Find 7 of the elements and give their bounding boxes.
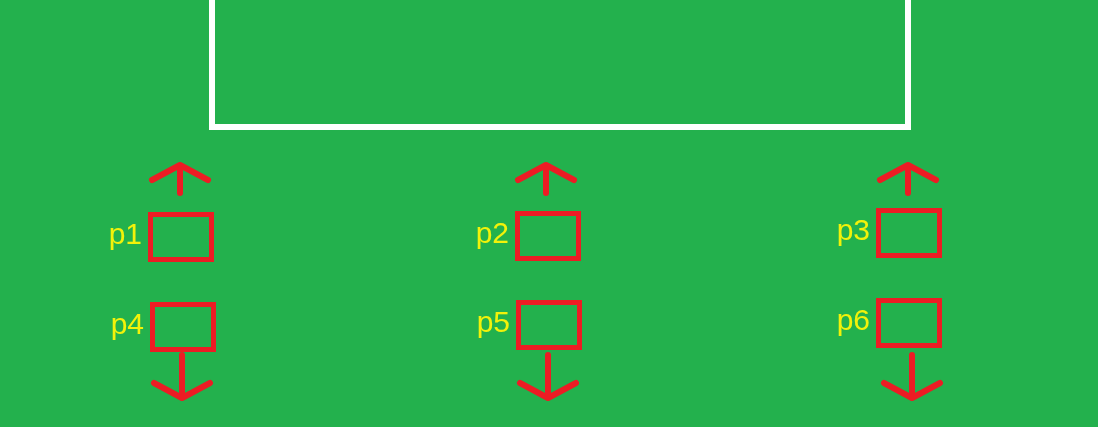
position-label: p1: [108, 218, 142, 250]
position-label: p3: [836, 214, 870, 246]
position-label: p2: [475, 217, 509, 249]
position-label: p4: [110, 308, 144, 340]
position-label: p6: [836, 304, 870, 336]
position-label: p5: [476, 306, 510, 338]
goal-area-box: [209, 0, 911, 130]
